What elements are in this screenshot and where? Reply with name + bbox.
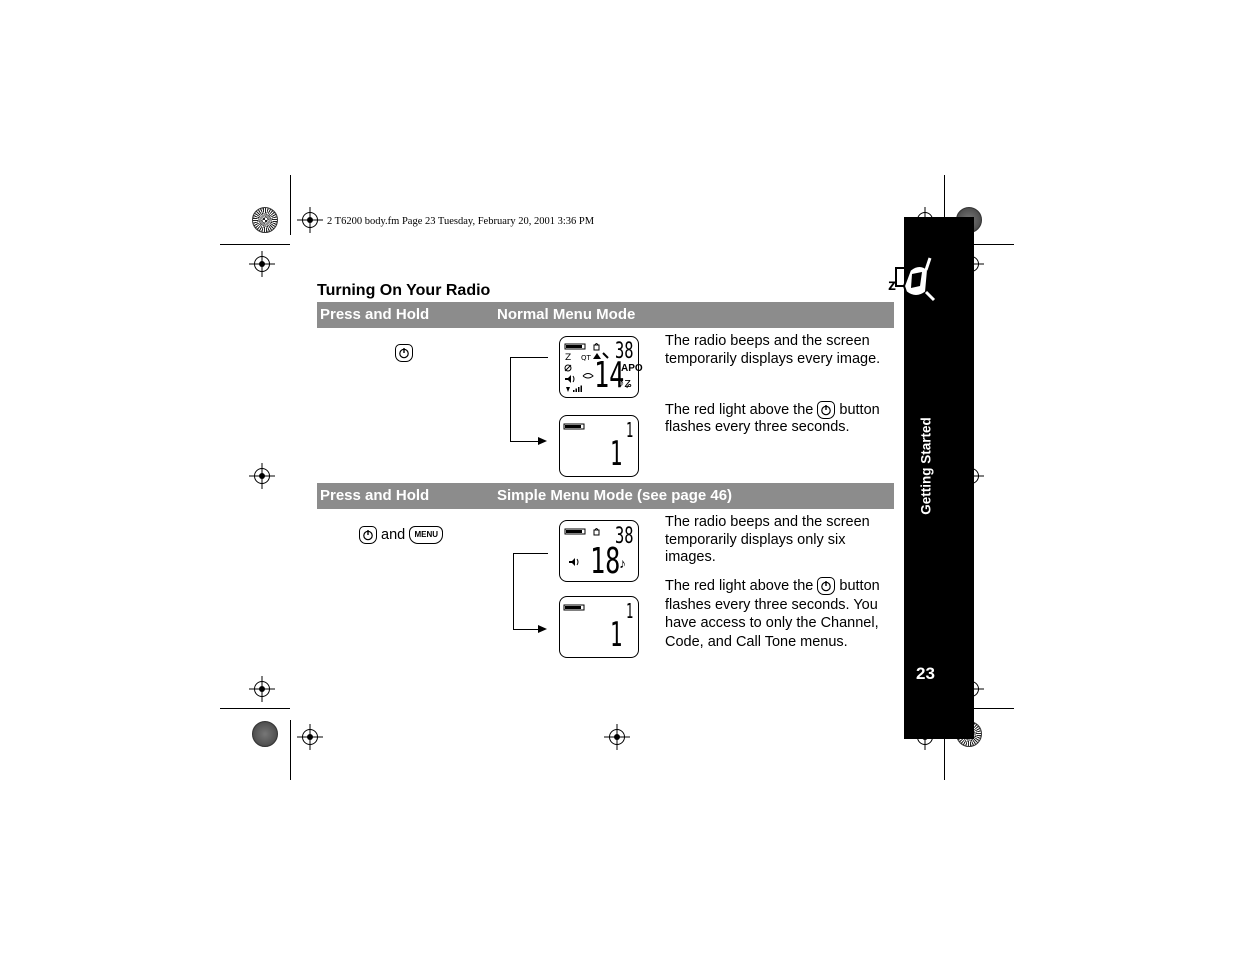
column-header-mode: Normal Menu Mode — [497, 306, 636, 323]
music-note-icon: ♪ʑ — [618, 375, 632, 390]
registration-mark-icon — [254, 256, 270, 272]
table-header-simple: Press and Hold Simple Menu Mode (see pag… — [317, 483, 894, 509]
power-button-icon — [817, 401, 836, 419]
star-target-icon — [252, 721, 278, 747]
button-combo: and MENU — [359, 526, 444, 544]
crop-mark — [290, 175, 291, 235]
arrow-icon — [538, 625, 547, 633]
registration-mark-icon — [254, 468, 270, 484]
lcd-channel: 1 — [610, 615, 623, 655]
crop-mark — [944, 244, 1014, 245]
crop-mark — [944, 708, 1014, 709]
column-header-mode: Simple Menu Mode (see page 46) — [497, 487, 733, 504]
registration-mark-icon — [302, 212, 318, 228]
lcd-display-minimal: 1 1 — [559, 596, 639, 658]
lcd-code: 1 — [626, 599, 634, 623]
registration-mark-icon — [302, 729, 318, 745]
crop-mark — [290, 720, 291, 780]
arrow-icon — [538, 437, 547, 445]
section-title: Turning On Your Radio — [317, 282, 491, 299]
menu-button-icon: MENU — [409, 526, 444, 544]
lcd-code: 38 — [615, 339, 634, 364]
column-header-press: Press and Hold — [320, 487, 430, 504]
normal-description-1: The radio beeps and the screen temporari… — [665, 333, 881, 367]
connector-line — [513, 553, 548, 554]
simple-description-1: The radio beeps and the screen temporari… — [665, 514, 870, 565]
normal-description-2: The red light above the button flashes e… — [665, 401, 880, 436]
table-header-normal: Press and Hold Normal Menu Mode — [317, 302, 894, 328]
radio-icon: z — [886, 256, 942, 309]
power-button-icon — [359, 526, 377, 544]
music-note-icon: ♪ — [619, 555, 626, 571]
connector-line — [510, 357, 548, 358]
registration-mark-icon — [609, 729, 625, 745]
svg-text:z: z — [888, 277, 896, 294]
connector-line — [510, 357, 511, 441]
lcd-channel: 18 — [590, 541, 621, 582]
connector-line — [513, 553, 514, 630]
crop-mark — [220, 708, 290, 709]
lcd-channel: 1 — [610, 434, 623, 474]
crop-mark — [220, 244, 290, 245]
power-button-icon — [395, 344, 413, 362]
svg-text:QT: QT — [581, 354, 592, 362]
lcd-code: 1 — [626, 418, 634, 442]
lcd-channel: 14 — [594, 355, 625, 396]
svg-text:Z: Z — [565, 353, 571, 363]
sidebar-tab — [904, 217, 974, 739]
column-header-press: Press and Hold — [320, 306, 430, 323]
and-text: and — [381, 526, 406, 543]
lcd-display-full: Z QT 38 14 APO ♪ʑ — [559, 336, 643, 398]
lcd-display-minimal: 1 1 — [559, 415, 639, 477]
connector-line — [513, 629, 542, 630]
connector-line — [510, 441, 542, 442]
lcd-code: 38 — [615, 524, 634, 549]
crop-mark — [944, 720, 945, 780]
print-header: 2 T6200 body.fm Page 23 Tuesday, Februar… — [327, 216, 595, 227]
registration-mark-icon — [254, 681, 270, 697]
lcd-apo: APO — [621, 363, 643, 374]
simple-description-2: The red light above the button flashes e… — [665, 577, 880, 650]
page-number: 23 — [916, 664, 935, 683]
power-button-icon — [817, 577, 836, 596]
sidebar-label: Getting Started — [918, 417, 934, 515]
star-target-icon — [252, 207, 278, 233]
crop-mark — [944, 175, 945, 235]
lcd-display-full: 38 18 ♪ — [559, 520, 639, 582]
